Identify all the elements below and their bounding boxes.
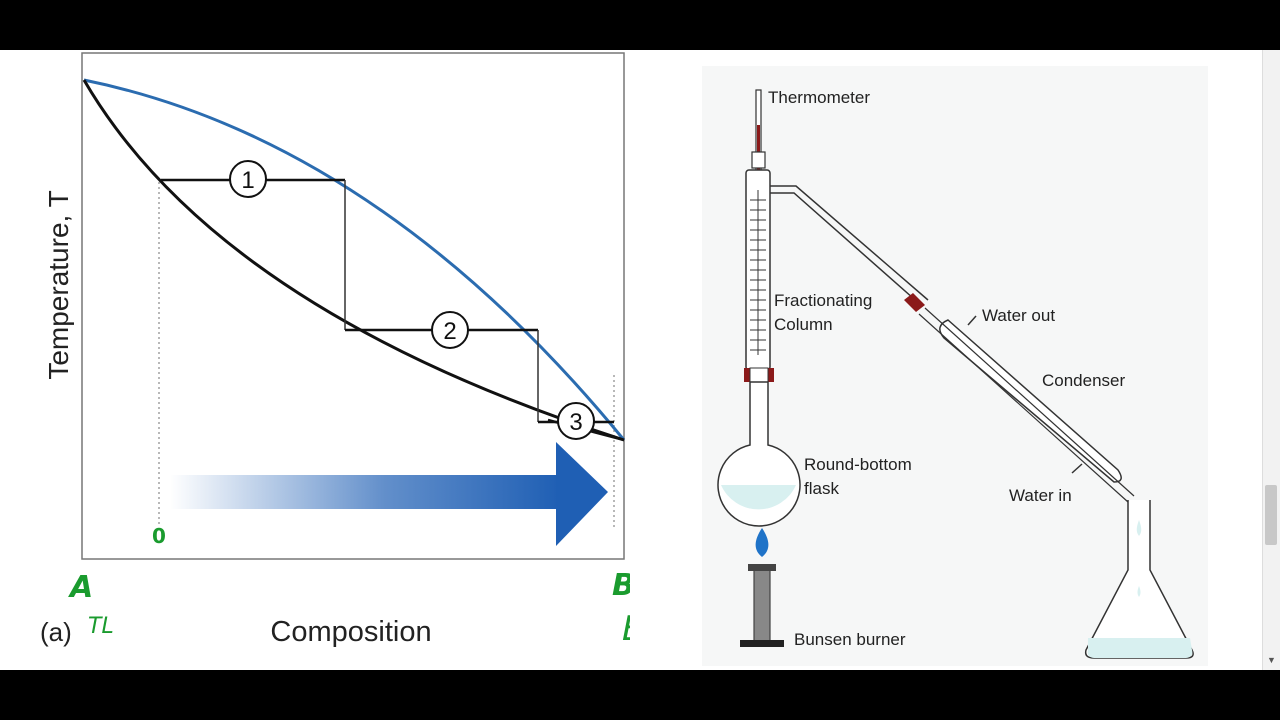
thermometer	[751, 89, 766, 181]
condenser-connector	[904, 293, 925, 312]
vertical-scrollbar[interactable]: ▼	[1262, 50, 1280, 670]
composition-arrow-head	[556, 442, 608, 546]
step-1-marker: 1	[229, 160, 267, 198]
phase-diagram-panel: 1 2 3 Temperature, T Composition (a) A T…	[18, 50, 630, 670]
condenser	[918, 307, 1135, 503]
plot-frame	[81, 52, 625, 560]
label-bunsen-burner: Bunsen burner	[794, 630, 906, 649]
burner-flame-icon	[755, 528, 769, 557]
panel-label: (a)	[40, 617, 72, 647]
side-arm-upper	[770, 185, 929, 301]
step-3-marker: 3	[557, 402, 595, 440]
distillation-apparatus-panel: Thermometer Fractionating Column Round-b…	[636, 50, 1262, 670]
label-fractionating-column-2: Column	[774, 315, 833, 334]
step-3-label: 3	[569, 409, 582, 436]
scroll-down-arrow-icon[interactable]: ▼	[1267, 655, 1276, 665]
label-round-bottom-flask-1: Round-bottom	[804, 455, 912, 474]
bottom-letterbox	[0, 670, 1280, 720]
bunsen-burner	[740, 564, 784, 647]
x-axis-label: Composition	[270, 616, 431, 648]
composition-arrow-shaft	[170, 475, 560, 509]
label-fractionating-column-1: Fractionating	[774, 291, 872, 310]
step-2-label: 2	[443, 318, 456, 345]
handwritten-b: B	[612, 568, 630, 603]
label-water-in: Water in	[1009, 486, 1072, 505]
top-letterbox	[0, 0, 1280, 50]
label-water-out: Water out	[982, 306, 1055, 325]
receiving-flask	[1084, 500, 1194, 659]
handwritten-bz: BZ	[622, 609, 630, 649]
figure-backdrop	[702, 66, 1208, 666]
step-2-marker: 2	[431, 311, 469, 349]
step-1-label: 1	[241, 167, 254, 194]
handwritten-a: A	[68, 570, 93, 605]
fractionating-column	[745, 169, 771, 371]
label-condenser: Condenser	[1042, 371, 1126, 390]
scrollbar-thumb[interactable]	[1265, 485, 1277, 545]
label-thermometer: Thermometer	[768, 88, 870, 107]
vapor-curve	[83, 78, 626, 441]
handwritten-marker: 0	[152, 524, 166, 548]
slide-content: 1 2 3 Temperature, T Composition (a) A T…	[0, 50, 1280, 670]
y-axis-label: Temperature, T	[43, 190, 74, 379]
round-bottom-flask	[717, 381, 801, 527]
handwriting-annotations: A TL 0 B BZ	[68, 524, 630, 649]
distillation-apparatus: Thermometer Fractionating Column Round-b…	[702, 66, 1208, 666]
phase-diagram: 1 2 3 Temperature, T Composition (a) A T…	[40, 52, 630, 649]
liquid-curve	[82, 79, 625, 442]
label-round-bottom-flask-2: flask	[804, 479, 839, 498]
side-arm-lower	[770, 192, 923, 307]
handwritten-tl: TL	[88, 614, 114, 639]
